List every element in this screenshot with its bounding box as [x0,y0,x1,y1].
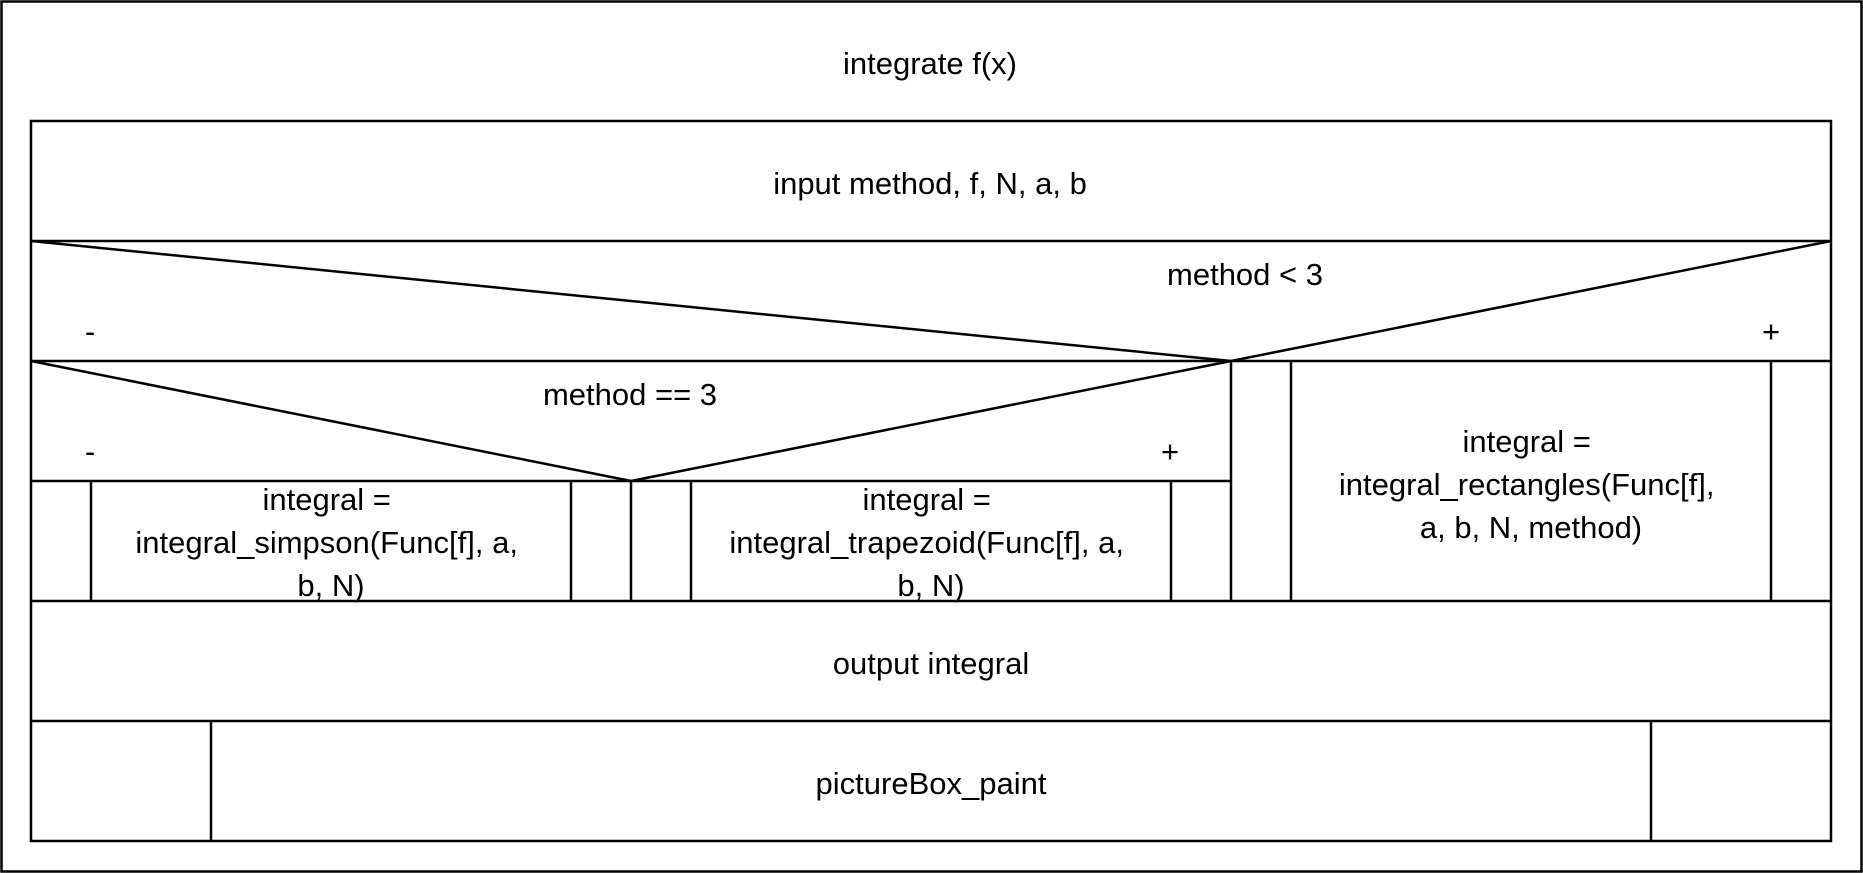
trapezoid-call-line: integral = [862,482,990,517]
diagram-title: integrate f(x) [843,46,1017,81]
input-statement: input method, f, N, a, b [773,166,1087,201]
outer-decision-condition: method < 3 [1167,257,1323,292]
outer-decision-diagonal-right [1230,239,1832,363]
output-statement: output integral [833,646,1029,681]
outer-decision-false-mark: - [85,314,95,349]
inner-decision-false-mark: - [85,434,95,469]
inner-decision-true-mark: + [1161,434,1179,469]
rectangles-call-line: integral = [1462,424,1590,459]
rectangles-call-text: integral = integral_rectangles(Func[f], … [1339,424,1723,545]
simpson-call-line: integral = [262,482,390,517]
trapezoid-call-text: integral = integral_trapezoid(Func[f], a… [729,482,1132,603]
subroutine-call-text: pictureBox_paint [816,766,1047,801]
inner-decision-diagonal-right [630,359,1232,483]
outer-decision-true-mark: + [1762,314,1780,349]
outer-decision-diagonal-left [30,239,1232,363]
simpson-call-line: b, N) [297,568,364,603]
inner-decision-condition: method == 3 [543,377,717,412]
simpson-call-text: integral = integral_simpson(Func[f], a, … [135,482,526,603]
trapezoid-call-line: integral_trapezoid(Func[f], a, [729,525,1124,560]
rectangles-call-line: a, b, N, method) [1420,510,1642,545]
inner-decision-diagonal-left [30,359,632,483]
rectangles-call-line: integral_rectangles(Func[f], [1339,467,1715,502]
trapezoid-call-line: b, N) [897,568,964,603]
simpson-call-line: integral_simpson(Func[f], a, [135,525,518,560]
